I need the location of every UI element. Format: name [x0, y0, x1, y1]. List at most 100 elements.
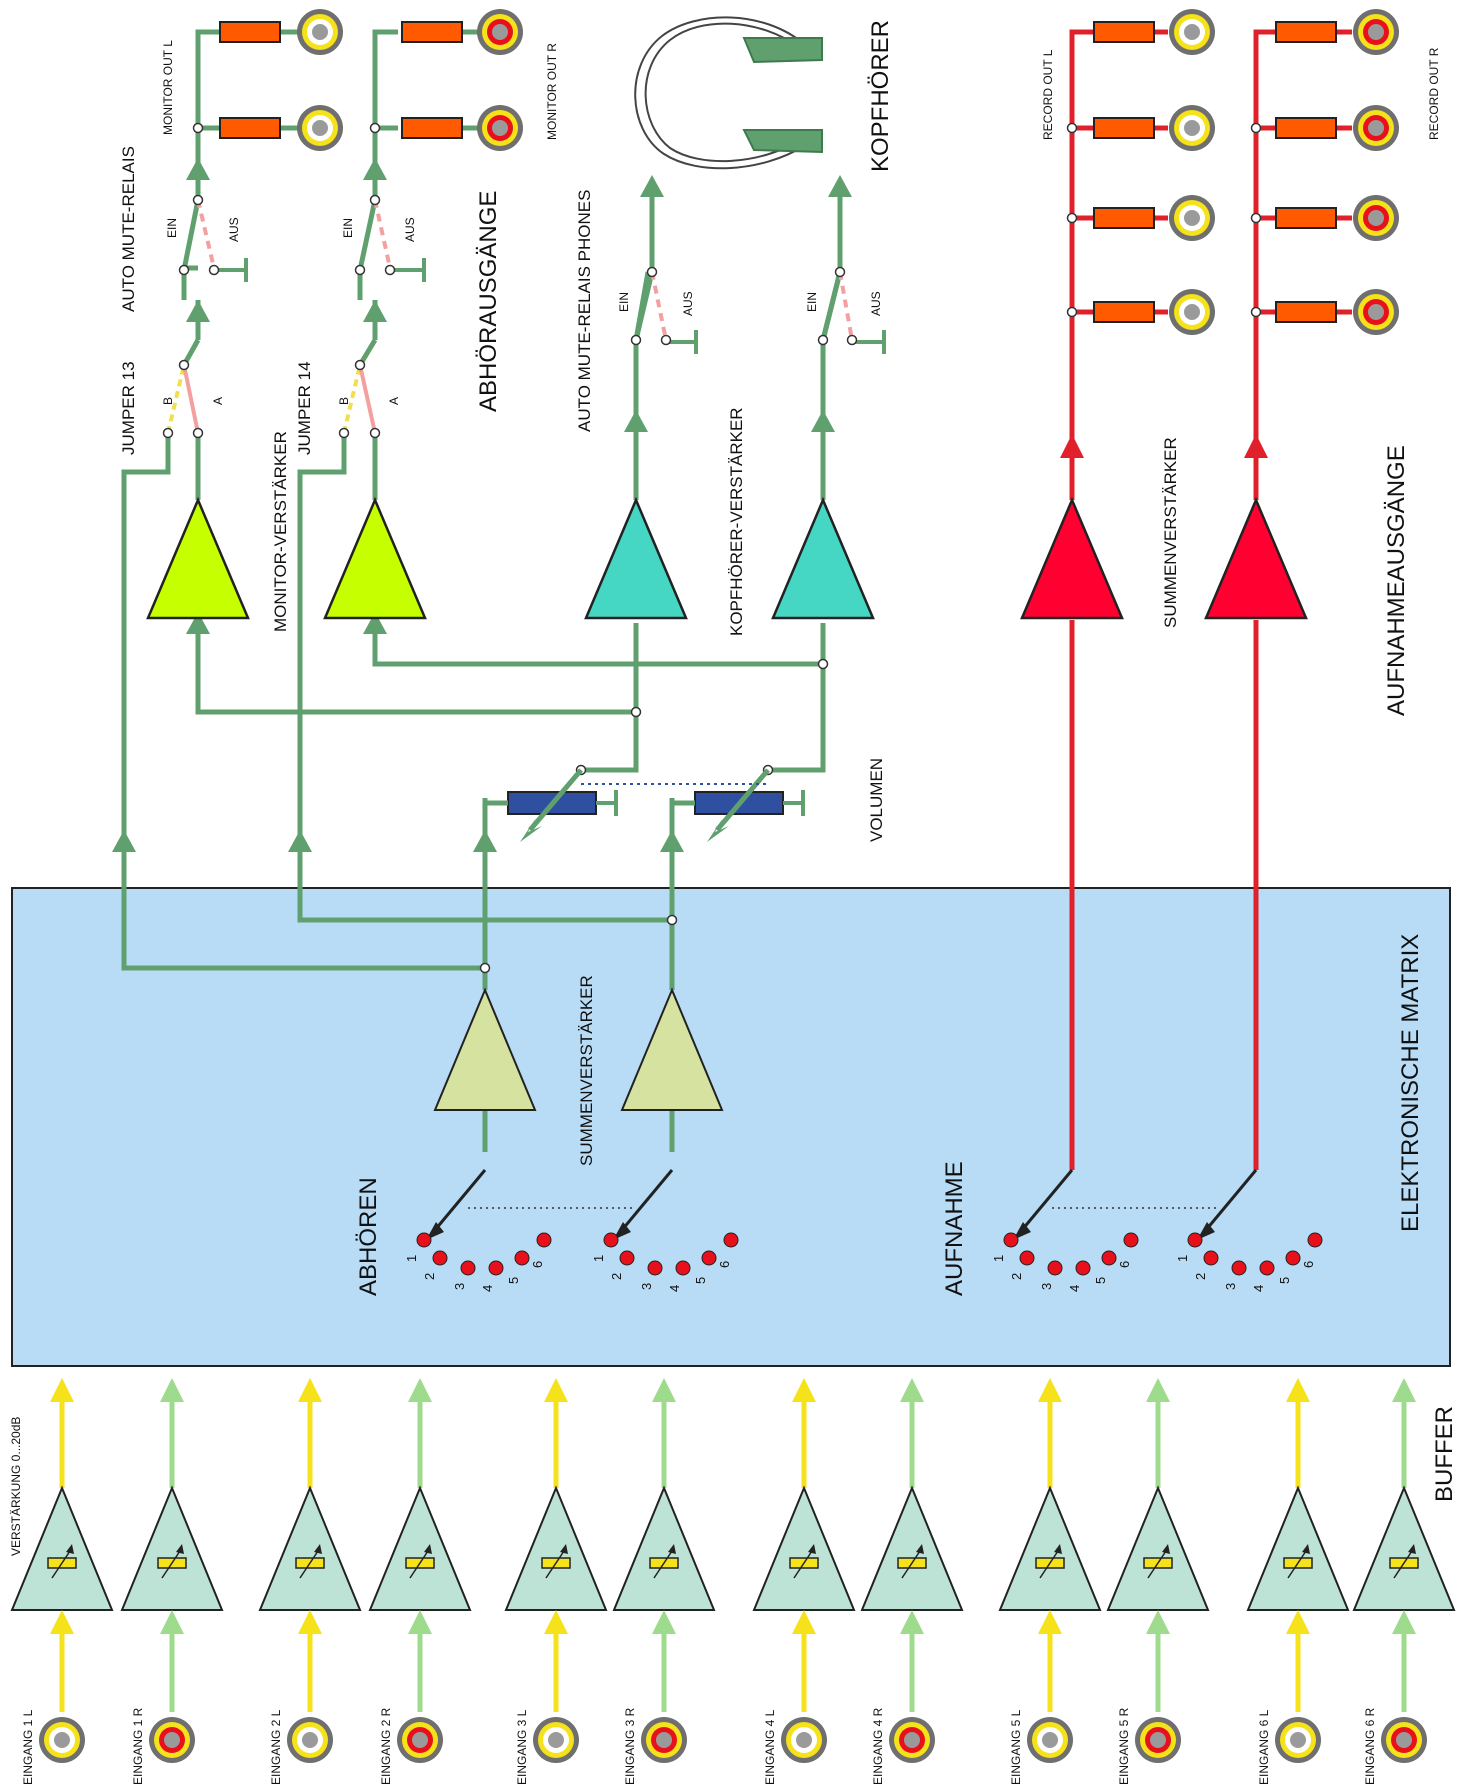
selector-dot: [1047, 1260, 1063, 1276]
monitor-arrows: [112, 158, 852, 852]
jack-connector: [297, 105, 343, 151]
matrix-sum-amps: [433, 987, 724, 1111]
input-channel: EINGANG 4 R: [860, 1378, 964, 1785]
resistor: [401, 21, 463, 43]
record-sum-amp-r: [1204, 496, 1308, 620]
selector-switches: [426, 1169, 1258, 1240]
input-jack: [1027, 1717, 1073, 1763]
selector-dot: [701, 1250, 717, 1266]
aufnahmeausgaenge-label: AUFNAHMEAUSGÄNGE: [1383, 445, 1410, 716]
jumper14-label: JUMPER 14: [295, 361, 314, 455]
buffer-amp: [1106, 1485, 1210, 1611]
buffer-amp: [860, 1485, 964, 1611]
selector-dot: [675, 1260, 691, 1276]
input-label: EINGANG 1 R: [131, 1707, 145, 1785]
selector-dot: [1307, 1232, 1323, 1248]
selector-dot: [619, 1250, 635, 1266]
buffer-amp: [1352, 1485, 1456, 1611]
record-out-l-label: RECORD OUT L: [1041, 49, 1055, 140]
selector-number: 1: [1175, 1255, 1190, 1262]
record-junctions: [1066, 122, 1262, 318]
volumen-label: VOLUMEN: [867, 758, 886, 842]
input-channel: EINGANG 6 L: [1246, 1378, 1350, 1785]
record-outputs: [1093, 9, 1399, 335]
volume-pots: [485, 768, 805, 842]
input-label: EINGANG 2 L: [269, 1709, 283, 1785]
ein-label: EIN: [165, 218, 179, 238]
abhoeren-label: ABHÖREN: [355, 1177, 382, 1296]
input-channel: EINGANG 3 L: [504, 1378, 608, 1785]
monitor-amps: [146, 496, 875, 620]
buffer-amp: [10, 1485, 114, 1611]
jack-connector: [477, 105, 523, 151]
selector-dot: [723, 1232, 739, 1248]
auto-mute-phones-label: AUTO MUTE-RELAIS PHONES: [575, 190, 594, 432]
buffer-amp: [612, 1485, 716, 1611]
jumper-b-label: B: [161, 397, 175, 405]
input-jack: [533, 1717, 579, 1763]
auto-mute-label: AUTO MUTE-RELAIS: [119, 146, 138, 312]
selector-dot: [1285, 1250, 1301, 1266]
input-channel: EINGANG 5 L: [998, 1378, 1102, 1785]
monitor-amp-r: [323, 496, 427, 620]
input-jack: [397, 1717, 443, 1763]
phones-amp-l: [584, 496, 688, 620]
selector-dot: [460, 1260, 476, 1276]
summenverstaerker-record-label: SUMMENVERSTÄRKER: [1161, 437, 1180, 628]
input-jack: [781, 1717, 827, 1763]
input-jack: [39, 1717, 85, 1763]
selector-dot: [1123, 1232, 1139, 1248]
selector-dot: [1203, 1250, 1219, 1266]
selector-number: 5: [1093, 1277, 1108, 1284]
selector-dot: [416, 1232, 432, 1248]
jumper-switches: [166, 338, 378, 434]
input-jack: [287, 1717, 333, 1763]
input-channel: EINGANG 6 R: [1352, 1378, 1456, 1785]
matrix-sum-amp-l: [433, 987, 537, 1111]
selector-dot: [1019, 1250, 1035, 1266]
selector-dots: [416, 1232, 1323, 1276]
selector-number: 2: [422, 1273, 437, 1280]
input-label: EINGANG 1 L: [21, 1709, 35, 1785]
resistor: [219, 21, 281, 43]
input-channel: EINGANG 1 L: [10, 1378, 114, 1785]
input-label: EINGANG 4 L: [763, 1709, 777, 1785]
selector-dot: [1231, 1260, 1247, 1276]
resistor: [219, 117, 281, 139]
selector-number: 3: [1039, 1283, 1054, 1290]
ein-label: EIN: [341, 218, 355, 238]
ein-label: EIN: [805, 292, 819, 312]
mute-relays: [181, 199, 886, 354]
jack-connector: [477, 9, 523, 55]
selector-number: 3: [639, 1283, 654, 1290]
aufnahme-label: AUFNAHME: [941, 1161, 968, 1296]
elektronische-matrix-label: ELEKTRONISCHE MATRIX: [1397, 934, 1424, 1232]
selector-number: 2: [1193, 1273, 1208, 1280]
input-jack: [1135, 1717, 1181, 1763]
monitor-amp-l: [146, 496, 250, 620]
buffer-amp: [258, 1485, 362, 1611]
buffer-amp: [504, 1485, 608, 1611]
selector-number: 2: [1009, 1273, 1024, 1280]
input-label: EINGANG 6 R: [1363, 1707, 1377, 1785]
selector-number: 6: [1301, 1261, 1316, 1268]
selector-dot: [1075, 1260, 1091, 1276]
jumper-a-label: A: [387, 397, 401, 405]
monitor-out-l-label: MONITOR OUT L: [161, 40, 175, 135]
matrix-box: [11, 887, 1451, 1367]
selector-number: 6: [1117, 1261, 1132, 1268]
summenverstaerker-matrix-label: SUMMENVERSTÄRKER: [577, 975, 596, 1166]
selector-dot: [432, 1250, 448, 1266]
selector-number: 5: [1277, 1277, 1292, 1284]
record-amps: [1020, 496, 1308, 620]
selector-number: 4: [480, 1285, 495, 1292]
buffer-amp: [1246, 1485, 1350, 1611]
buffer-amp: [120, 1485, 224, 1611]
input-label: EINGANG 6 L: [1257, 1709, 1271, 1785]
record-sum-amp-l: [1020, 496, 1124, 620]
input-channel: EINGANG 2 R: [368, 1378, 472, 1785]
input-jack: [641, 1717, 687, 1763]
aus-label: AUS: [227, 217, 241, 242]
